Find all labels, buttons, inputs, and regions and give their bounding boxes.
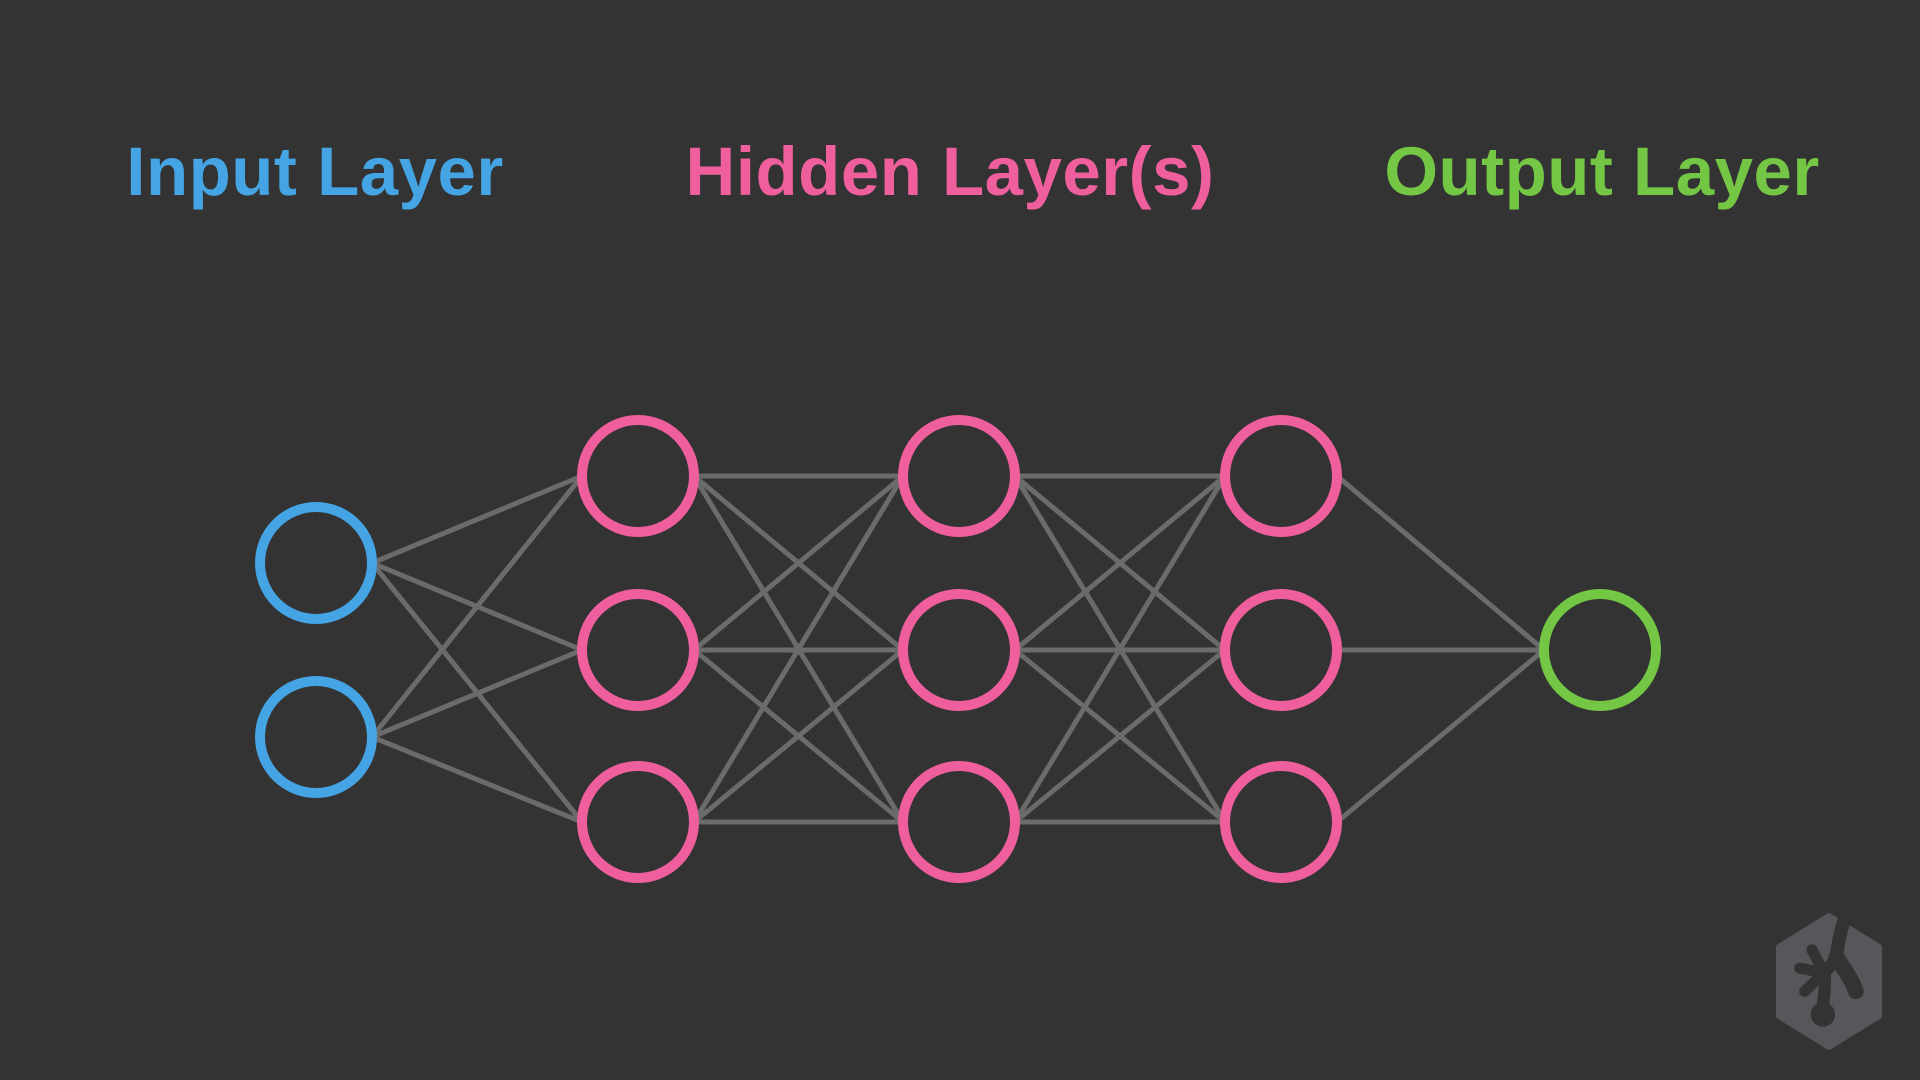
edge-hidden-3-to-output	[1335, 474, 1546, 652]
input-layer-label: Input Layer	[126, 133, 504, 210]
hidden-layers-label: Hidden Layer(s)	[685, 133, 1215, 210]
edge-input-to-hidden-1	[371, 647, 583, 740]
edge-input-to-hidden-1	[371, 473, 583, 566]
output-layer-label: Output Layer	[1384, 133, 1820, 210]
node-hidden-2-2	[898, 589, 1020, 711]
node-hidden-3-2	[1220, 589, 1342, 711]
node-hidden-3-3	[1220, 761, 1342, 883]
node-hidden-3-1	[1220, 415, 1342, 537]
node-output-1	[1539, 589, 1661, 711]
node-hidden-2-3	[898, 761, 1020, 883]
node-hidden-1-1	[577, 415, 699, 537]
node-hidden-1-2	[577, 589, 699, 711]
node-hidden-1-3	[577, 761, 699, 883]
edge-hidden-3-to-output	[1335, 648, 1546, 824]
node-input-1	[255, 502, 377, 624]
edge-hidden-2-to-hidden-3	[1013, 474, 1227, 652]
edge-hidden-1-to-hidden-2	[692, 474, 905, 652]
node-input-2	[255, 676, 377, 798]
edge-hidden-2-to-hidden-3	[1013, 648, 1227, 824]
edge-input-to-hidden-1	[370, 474, 584, 739]
edge-hidden-2-to-hidden-3	[1012, 474, 1228, 824]
edge-hidden-1-to-hidden-2	[691, 474, 906, 824]
node-hidden-2-1	[898, 415, 1020, 537]
edge-input-to-hidden-1	[371, 734, 583, 825]
logo-tree-cutout	[1794, 913, 1864, 1027]
edge-hidden-1-to-hidden-2	[692, 648, 905, 824]
treehouse-logo-icon	[1775, 913, 1883, 1050]
